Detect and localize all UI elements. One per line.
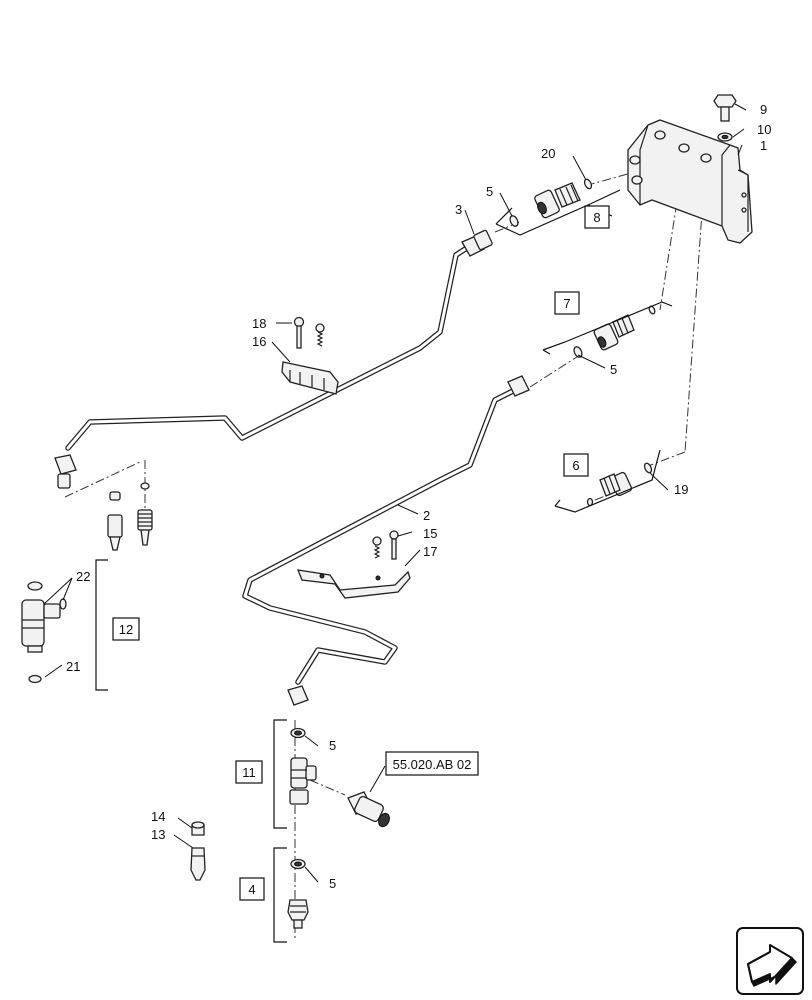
kit-6-box[interactable]: 6 — [563, 453, 589, 477]
callout-5-top: 5 — [486, 184, 493, 199]
reference-box[interactable]: 55.020.AB 02 — [385, 751, 479, 776]
kit-7-box[interactable]: 7 — [554, 291, 580, 315]
callout-3: 3 — [455, 202, 462, 217]
bolt-9 — [713, 94, 737, 122]
screw-15 — [389, 530, 399, 560]
sensor-55020 — [347, 791, 390, 828]
nipple-13 — [190, 847, 206, 881]
kit-12-box[interactable]: 12 — [112, 617, 140, 641]
callout-9: 9 — [760, 102, 767, 117]
clamp-16 — [281, 361, 339, 395]
next-page-arrow-icon[interactable] — [736, 927, 804, 995]
kit-12-label: 12 — [119, 622, 133, 637]
mounting-bracket — [627, 119, 753, 244]
tube-2 — [242, 375, 530, 706]
oring-5-top — [509, 215, 519, 227]
callout-22: 22 — [76, 569, 90, 584]
oring-19 — [643, 462, 653, 474]
tube-3 — [54, 229, 493, 489]
fitting-8 — [534, 182, 581, 219]
kit-brackets — [95, 189, 673, 943]
washer-10 — [717, 132, 733, 142]
kit-4-box[interactable]: 4 — [239, 877, 265, 901]
callout-13: 13 — [151, 827, 165, 842]
callout-19: 19 — [674, 482, 688, 497]
adapter-4 — [287, 899, 309, 929]
callout-5-mid: 5 — [610, 362, 617, 377]
kit-8-box[interactable]: 8 — [584, 205, 610, 229]
kit-4-label: 4 — [248, 882, 255, 897]
leader-lines — [43, 103, 747, 883]
fitting-6 — [586, 471, 633, 507]
callout-15: 15 — [423, 526, 437, 541]
callout-20: 20 — [541, 146, 555, 161]
callout-21: 21 — [66, 659, 80, 674]
kit-6-label: 6 — [572, 458, 579, 473]
oring-5-k4 — [290, 858, 306, 870]
callout-17: 17 — [423, 544, 437, 559]
fitting-upper-left-b — [137, 482, 153, 546]
screw-17-alt — [372, 536, 382, 559]
cap-14 — [191, 821, 205, 836]
callout-14: 14 — [151, 809, 165, 824]
kit-11-box[interactable]: 11 — [235, 760, 263, 784]
callout-16: 16 — [252, 334, 266, 349]
kit-8-label: 8 — [593, 210, 600, 225]
callouts: 1 2 3 5 5 5 5 9 10 13 14 15 16 17 18 19 … — [66, 102, 771, 891]
callout-5-k11: 5 — [329, 738, 336, 753]
callout-2: 2 — [423, 508, 430, 523]
fitting-upper-left-a — [107, 491, 123, 551]
callout-1: 1 — [760, 138, 767, 153]
oring-5-k11 — [290, 727, 306, 739]
callout-18: 18 — [252, 316, 266, 331]
screw-16-alt — [315, 323, 325, 347]
screw-18 — [293, 316, 305, 349]
clamp-17 — [296, 569, 411, 599]
oring-20 — [583, 178, 593, 190]
fitting-7 — [593, 305, 656, 351]
kit-11-label: 11 — [242, 765, 256, 780]
oring-5-mid — [573, 346, 583, 358]
adapter-12 — [21, 581, 67, 684]
tee-fitting-11 — [289, 757, 317, 805]
callout-10: 10 — [757, 122, 771, 137]
kit-7-label: 7 — [563, 296, 570, 311]
reference-label: 55.020.AB 02 — [393, 757, 472, 772]
callout-5-k4: 5 — [329, 876, 336, 891]
